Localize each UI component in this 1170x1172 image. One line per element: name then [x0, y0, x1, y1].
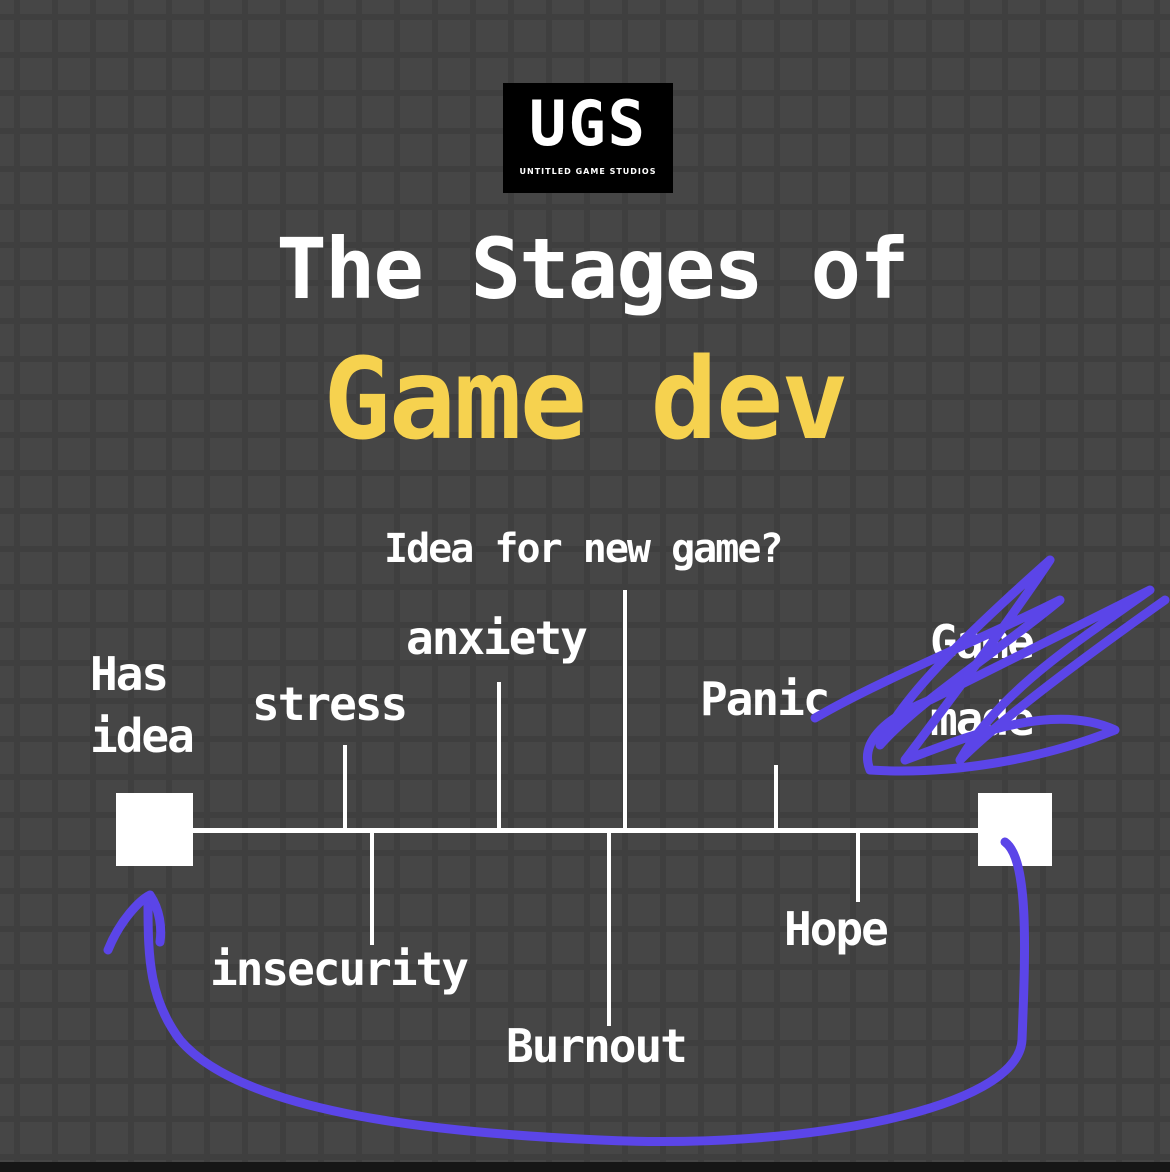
branch-stress	[343, 745, 347, 830]
branch-burnout	[607, 830, 611, 1026]
label-insecurity: insecurity	[210, 942, 469, 996]
scribble-loop-arrow	[143, 837, 1030, 1146]
scribble-arrowhead	[103, 890, 166, 955]
logo-mark: UGS	[529, 87, 647, 160]
label-idea-for-new-game: Idea for new game?	[384, 526, 783, 572]
branch-panic	[774, 765, 778, 830]
branch-anxiety	[497, 682, 501, 830]
ugs-logo: UGS UNTITLED GAME STUDIOS	[503, 83, 673, 193]
timeline-axis	[190, 828, 980, 833]
title-line-1: The Stages of	[276, 220, 909, 318]
scribble-scratch-out	[810, 555, 1170, 776]
label-burnout: Burnout	[506, 1019, 688, 1073]
label-stress: stress	[252, 677, 408, 731]
label-has-idea-line1: Has	[90, 647, 169, 701]
label-hope: Hope	[784, 902, 889, 956]
start-node	[116, 793, 193, 866]
label-anxiety: anxiety	[406, 611, 588, 665]
label-panic: Panic	[700, 672, 830, 726]
logo-subtitle: UNTITLED GAME STUDIOS	[519, 167, 657, 176]
branch-hope	[856, 830, 860, 902]
label-has-idea-line2: idea	[90, 709, 195, 763]
title-line-2: Game dev	[323, 335, 848, 465]
branch-insecurity	[370, 830, 374, 945]
branch-idea-new-game	[623, 590, 627, 830]
